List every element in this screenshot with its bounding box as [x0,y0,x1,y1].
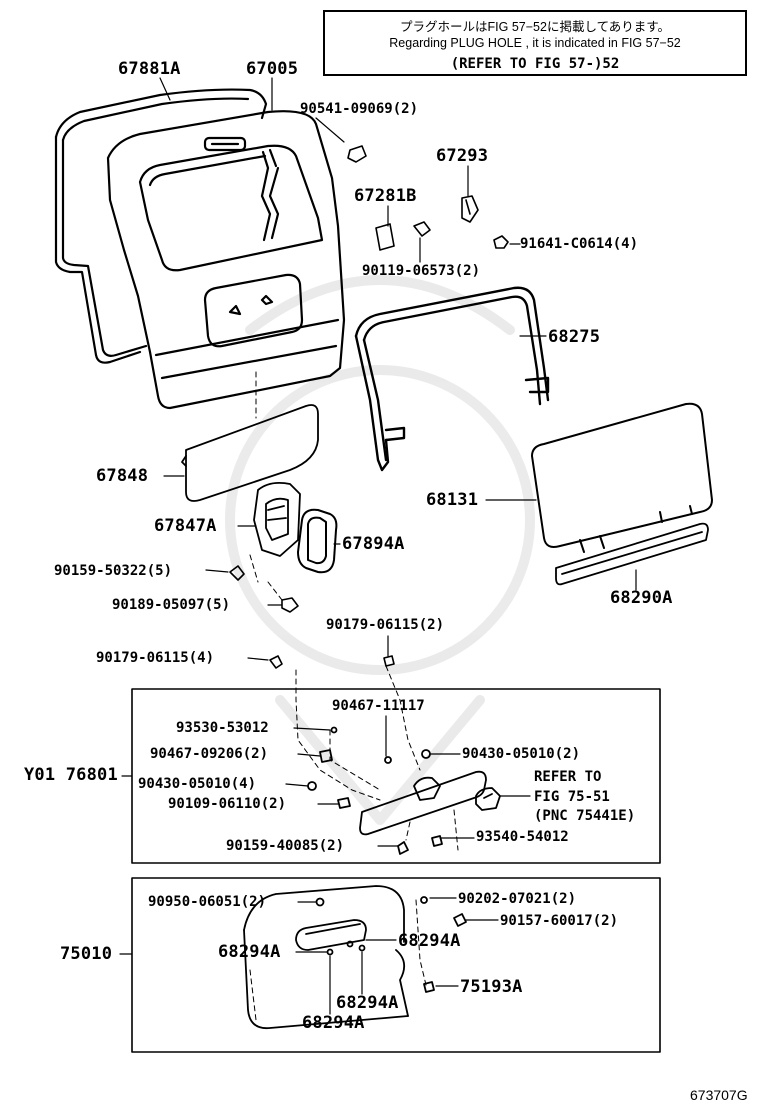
callout-67293[interactable]: 67293 [436,146,489,166]
callout-68294A-mid[interactable]: 68294A [336,993,399,1013]
fasteners [229,145,509,669]
leader-lines-2 [119,897,499,1015]
callout-93540-54012[interactable]: 93540-54012 [476,829,569,845]
callout-68275[interactable]: 68275 [548,327,601,347]
callout-93530-53012[interactable]: 93530-53012 [176,720,269,736]
callout-90541-09069[interactable]: 90541-09069(2) [300,101,419,117]
callout-75193A[interactable]: 75193A [460,977,523,997]
callout-67894A[interactable]: 67894A [342,534,405,554]
catalog-number: 673707G [690,1087,748,1103]
callout-68131[interactable]: 68131 [426,490,479,510]
callout-68294A-right[interactable]: 68294A [398,931,461,951]
callout-91641-C0614[interactable]: 91641-C0614(4) [520,236,639,252]
callout-90179-06115-2[interactable]: 90179-06115(2) [326,617,445,633]
trim-panel-67848 [181,404,319,502]
note-japanese: プラグホールはFIG 57−52に掲載してあります。 [400,20,670,34]
garnish-75010 [243,885,467,1030]
callout-90430-05010-4[interactable]: 90430-05010(4) [138,776,257,792]
glass-run-68275 [354,286,550,472]
back-door-67005 [106,110,346,410]
callout-90159-40085[interactable]: 90159-40085(2) [226,838,345,854]
leader-dashes [249,371,459,1021]
callout-90109-06110[interactable]: 90109-06110(2) [168,796,287,812]
callout-90202-07021[interactable]: 90202-07021(2) [458,891,577,907]
callout-90189-05097[interactable]: 90189-05097(5) [112,597,231,613]
callout-68294A-left[interactable]: 68294A [218,942,281,962]
refer-line-3[interactable]: (PNC 75441E) [534,808,636,824]
cover-67847A [253,481,301,557]
note-english: Regarding PLUG HOLE , it is indicated in… [389,36,681,50]
callout-90950-06051[interactable]: 90950-06051(2) [148,894,267,910]
callout-90179-06115-4[interactable]: 90179-06115(4) [96,650,215,666]
callout-90159-50322[interactable]: 90159-50322(5) [54,563,173,579]
gasket-67894A [297,508,338,574]
watermark-emblem [225,275,535,825]
glass-68131 [531,402,713,553]
refer-line-1: REFER TO [534,769,602,785]
callout-67881A[interactable]: 67881A [118,59,181,79]
callout-67847A[interactable]: 67847A [154,516,217,536]
callout-68294A-bottom[interactable]: 68294A [302,1013,365,1033]
leader-lines [121,77,637,847]
callout-75010[interactable]: 75010 [60,944,113,964]
assembly-box-75010 [131,877,661,1053]
callout-90467-11117[interactable]: 90467-11117 [332,698,425,714]
callout-90157-60017[interactable]: 90157-60017(2) [500,913,619,929]
callout-90119-06573[interactable]: 90119-06573(2) [362,263,481,279]
reference-note: プラグホールはFIG 57−52に掲載してあります。 Regarding PLU… [323,10,747,76]
callout-67848[interactable]: 67848 [96,466,149,486]
callout-68290A[interactable]: 68290A [610,588,673,608]
weatherstrip-67881A [54,88,268,364]
callout-90467-09206[interactable]: 90467-09206(2) [150,746,269,762]
note-refer: (REFER TO FIG 57-)52 [450,56,620,72]
callout-90430-05010-2[interactable]: 90430-05010(2) [462,746,581,762]
callout-67281B[interactable]: 67281B [354,186,417,206]
license-lamp-garnish [307,726,501,855]
weatherstrip-68290A [555,522,709,586]
callout-Y01-76801[interactable]: Y01 76801 [24,765,118,785]
refer-line-2[interactable]: FIG 75-51 [534,789,610,805]
callout-67005[interactable]: 67005 [246,59,299,79]
